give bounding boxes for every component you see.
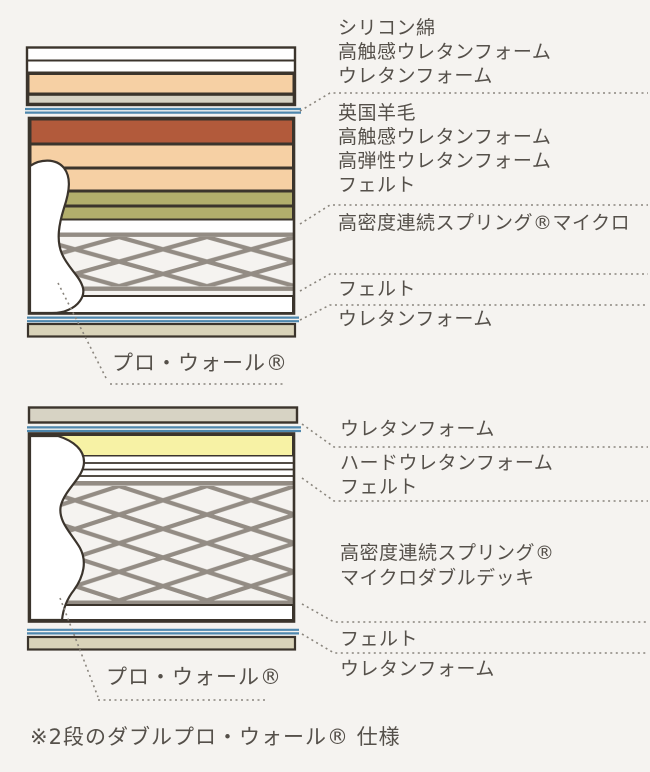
label-pro-wall-upper: プロ・ウォール® [112, 351, 288, 375]
base-urethane-layer-upper [26, 322, 297, 338]
label-pad-urethane: ウレタンフォーム [338, 65, 493, 87]
leader-lines [57, 92, 648, 701]
felt-layer-a [29, 190, 294, 207]
label-felt-upper: フェルト [338, 174, 417, 196]
leader-line-urethane [299, 304, 648, 321]
lower-core-cross-section [27, 432, 296, 623]
label-high-touch-urethane: 高触感ウレタンフォーム [338, 126, 552, 148]
upper-core-cross-section [27, 116, 296, 315]
top-urethane-pad-lower [27, 406, 299, 424]
british-wool-layer [29, 118, 294, 145]
label-urethane-foam: ウレタンフォーム [338, 308, 493, 330]
leader-line-pad-lower [301, 423, 648, 448]
leader-line-urethane-bottom [301, 633, 648, 654]
quilt-stitch-line [25, 107, 301, 114]
felt-sheet-lower [29, 604, 294, 621]
label-felt-mid: フェルト [338, 278, 417, 300]
label-pro-wall-lower: プロ・ウォール® [106, 665, 282, 689]
quilt-stitch-line [27, 628, 299, 635]
label-silicone-cotton: シリコン綿 [338, 17, 436, 39]
label-felt-lower-a: フェルト [340, 476, 419, 498]
quilt-stitch-line [27, 316, 299, 323]
base-urethane-layer-lower [26, 635, 297, 651]
spring-gap [30, 220, 293, 233]
lower-mattress-diagram [26, 406, 301, 651]
label-urethane-bottom-lower: ウレタンフォーム [340, 658, 495, 680]
upper-core-outline [27, 116, 296, 315]
label-high-resilience-urethane: 高弾性ウレタンフォーム [338, 150, 552, 172]
top-pad-cross-section [25, 46, 297, 107]
footnote-double-pro-wall: ※2段のダブルプロ・ウォール® 仕様 [30, 725, 401, 749]
leader-line-core [299, 204, 648, 225]
felt-layer-b [29, 205, 294, 221]
label-urethane-top-lower: ウレタンフォーム [340, 418, 495, 440]
label-pad-high-touch-urethane: 高触感ウレタンフォーム [338, 41, 552, 63]
label-felt-lower-b: フェルト [340, 628, 419, 650]
lower-core-outline [27, 432, 296, 623]
pro-wall-edge-lower [28, 434, 86, 622]
upper-mattress-diagram [25, 46, 301, 338]
leader-line-felt [299, 273, 648, 292]
high-touch-urethane-layer [29, 143, 294, 169]
high-resilience-urethane-layer [29, 167, 294, 192]
leader-line-felt-lower [301, 477, 648, 502]
leader-line-felt-bottom [301, 603, 648, 623]
leader-line-pro-wall-upper [57, 282, 285, 385]
label-hard-urethane: ハードウレタンフォーム [340, 452, 554, 474]
label-spring-double-deck-1: 高密度連続スプリング® [340, 542, 555, 564]
pro-wall-edge-upper [28, 159, 85, 315]
label-spring-micro: 高密度連続スプリング®マイクロ [338, 212, 631, 234]
pad-urethane-layer [27, 94, 295, 105]
label-spring-double-deck-2: マイクロダブルデッキ [340, 567, 535, 589]
pad-high-touch-urethane-layer [27, 73, 295, 95]
leader-line-pro-wall-lower [59, 597, 268, 701]
leader-line-pad [299, 92, 648, 112]
quilt-stitch-line [27, 426, 301, 433]
label-british-wool: 英国羊毛 [338, 102, 417, 124]
